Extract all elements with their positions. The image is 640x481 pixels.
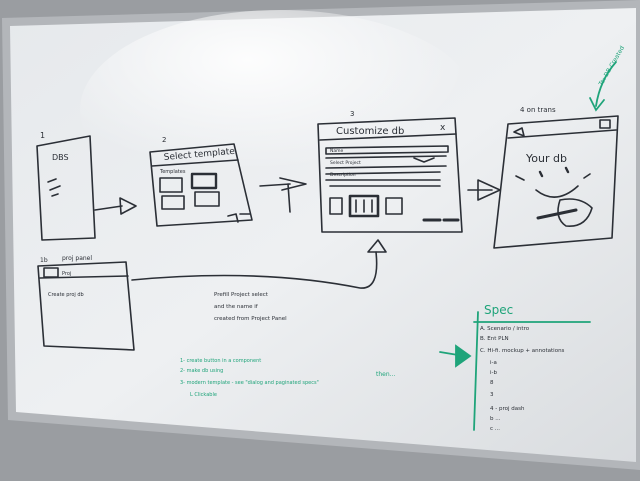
field-description-label: Description — [330, 172, 356, 178]
sketch-1b-frame — [37, 261, 135, 351]
spec-line-5: i-b — [490, 370, 498, 376]
arrow-1-to-2-line — [94, 205, 123, 211]
arrow-3-to-4-head — [477, 179, 501, 201]
template-card-1 — [159, 177, 183, 193]
sketch-1b-tab: Proj — [62, 271, 71, 277]
prefill-note-line-1: Prefill Project select — [214, 292, 269, 298]
spec-line-4: i-a — [490, 360, 497, 366]
option-box-2-selected — [348, 194, 380, 218]
smiley-mouth — [535, 185, 579, 198]
sketch-1-dbs — [36, 135, 137, 241]
sketch-3-customize-db — [317, 117, 501, 233]
option-box-2-stripes — [355, 199, 373, 213]
sketch-3-title: Customize db — [336, 126, 404, 137]
green-arrow-line — [595, 61, 617, 107]
todo-note-2: 2- make db using — [180, 368, 223, 374]
sketch-2-buttons — [227, 213, 251, 223]
prefill-note-line-2: and the name if — [214, 304, 259, 310]
spec-line-6: 8 — [490, 380, 494, 386]
sketch-2-header-line — [151, 159, 239, 167]
sketch-3-frame — [317, 117, 463, 233]
todo-note-4: L Clickable — [190, 392, 217, 398]
sketch-1-frame — [36, 135, 96, 241]
todo-note-1: 1- create button in a component — [180, 358, 261, 364]
spec-line-8: 4 - proj dash — [490, 406, 525, 412]
sketch-1b-title: proj panel — [62, 255, 92, 262]
smiley-eyes — [538, 166, 570, 178]
sketch-1-title: DBS — [52, 153, 69, 162]
sketch-4-avatar-icon — [599, 119, 611, 129]
template-card-4 — [194, 191, 220, 207]
sketch-2-subtitle: Templates — [159, 169, 186, 175]
sketch-1b-body: Create proj db — [48, 292, 84, 298]
description-lines — [325, 171, 441, 187]
spec-list: A. Scenario / intro B. Ent PLN C. Hi-fi.… — [480, 326, 565, 432]
todo-note-3: 3- modern template - see "dialog and pag… — [180, 380, 319, 386]
spec-title: Spec — [484, 303, 513, 317]
spec-line-9: b ... — [490, 416, 501, 422]
sketch-4-title: 4 on trans — [520, 106, 556, 114]
option-box-3 — [385, 197, 403, 215]
close-icon: x — [440, 123, 446, 133]
sketch-4-body: Your db — [525, 152, 567, 165]
sketch-2-frame — [149, 143, 253, 227]
sketch-1b-proj-panel — [37, 261, 135, 351]
template-card-3 — [161, 195, 185, 210]
spec-line-7: 3 — [490, 392, 494, 398]
spec-line-3: C. Hi-fi. mockup + annotations — [480, 348, 565, 354]
prefill-arrow-line — [131, 251, 378, 289]
arrow-1-to-2-head — [119, 197, 137, 215]
chevron-down-icon — [413, 157, 435, 163]
sketch-1-number: 1 — [40, 131, 45, 140]
then-note: then... — [376, 371, 395, 378]
arrow-2-to-3-head — [279, 177, 307, 213]
sparkles — [515, 173, 591, 181]
light-glare — [80, 10, 480, 210]
green-arrow-head — [589, 97, 605, 112]
sketch-1-scribble — [47, 178, 61, 197]
spec-line-2: B. Ent PLN — [480, 336, 509, 342]
sketch-3-number: 3 — [350, 110, 354, 118]
spec-line-1: A. Scenario / intro — [480, 326, 530, 332]
spec-line-10: c ... — [490, 426, 500, 432]
sketch-1b-number: 1b — [40, 257, 48, 264]
sketch-4-frame — [493, 115, 619, 249]
spec-bracket — [473, 311, 479, 431]
field-name-label: Name — [330, 148, 344, 154]
project-select — [325, 155, 447, 169]
sketch-3-title-bar — [319, 133, 457, 141]
sketch-4-pencil-icon — [513, 127, 525, 137]
field-project-label: Select Project — [330, 160, 361, 166]
name-field — [325, 145, 449, 155]
sketch-4-your-db — [493, 115, 619, 249]
sketch-4-title-bar — [507, 129, 617, 139]
prefill-note-line-3: created from Project Panel — [214, 316, 287, 322]
arrow-2-to-3-line — [259, 183, 291, 187]
option-box-1 — [329, 197, 343, 215]
pen-drawing — [536, 208, 578, 220]
template-card-2-selected — [190, 172, 218, 190]
sketch-2-select-template — [149, 143, 307, 227]
hand-drawing — [557, 198, 593, 227]
spec-arrow-head — [455, 344, 472, 368]
sketch-1b-tab-box — [43, 267, 59, 278]
sketch-2-number: 2 — [162, 136, 166, 144]
prefill-arrow-head — [367, 239, 387, 253]
